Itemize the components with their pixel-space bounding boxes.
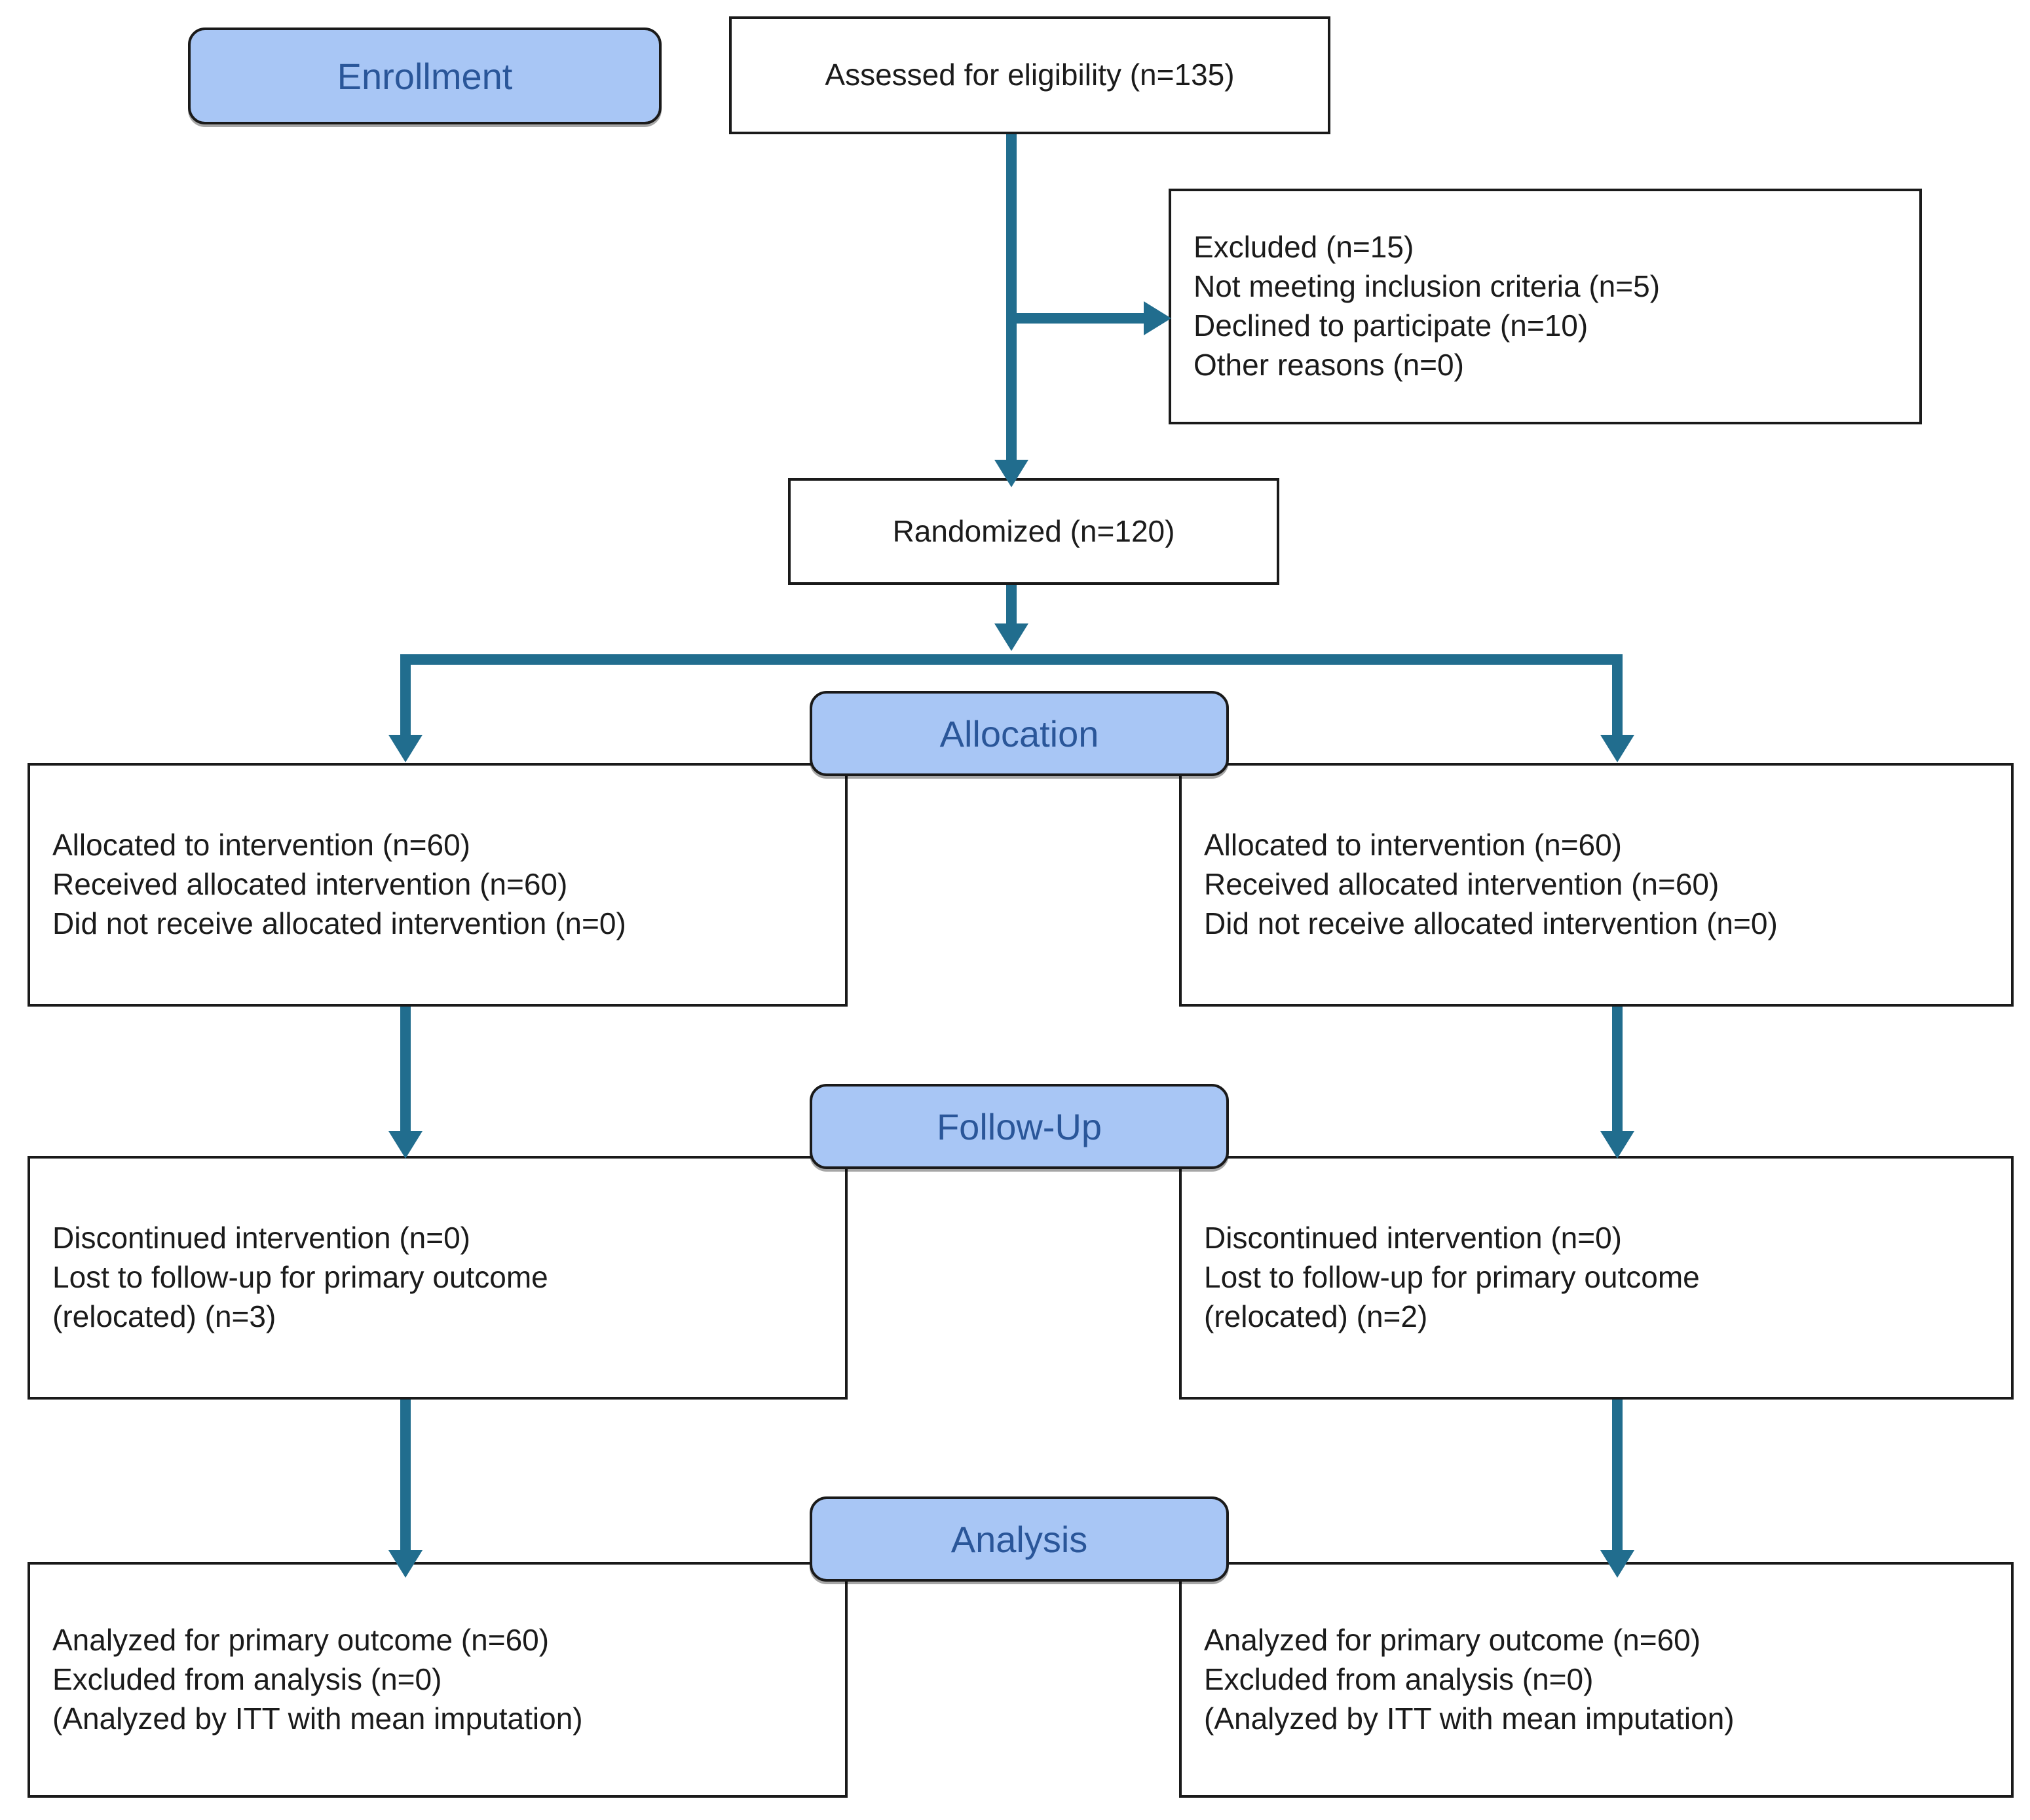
stage-banner-follow-up-label: Follow-Up [936,1105,1102,1147]
box-excluded: Excluded (n=15) Not meeting inclusion cr… [1169,189,1922,424]
arrowhead-followup-left [388,1131,423,1159]
stage-banner-follow-up: Follow-Up [810,1084,1229,1169]
box-allocation-left: Allocated to intervention (n=60) Receive… [28,763,848,1007]
arrowhead-analysis-left [388,1550,423,1578]
box-line: Allocated to intervention (n=60) [52,828,471,863]
stage-banner-enrollment-label: Enrollment [337,55,513,97]
arrowhead-analysis-right [1600,1550,1634,1578]
box-randomized: Randomized (n=120) [788,478,1279,585]
box-analysis-left: Analyzed for primary outcome (n=60) Excl… [28,1562,848,1798]
stage-banner-allocation-label: Allocation [939,713,1099,754]
box-line: Analyzed for primary outcome (n=60) [1204,1623,1701,1658]
connector-allocation-to-followup-right [1612,1007,1623,1138]
box-allocation-right: Allocated to intervention (n=60) Receive… [1179,763,2014,1007]
connector-allocation-left-drop [400,654,411,739]
box-line: Excluded (n=15) [1194,230,1414,265]
connector-randomized-stem [1006,585,1017,628]
arrowhead-allocation-left [388,735,423,762]
box-line: Randomized (n=120) [892,513,1175,548]
box-line: Received allocated intervention (n=60) [52,867,568,902]
box-line: Received allocated intervention (n=60) [1204,867,1720,902]
box-line: (Analyzed by ITT with mean imputation) [1204,1701,1735,1736]
arrowhead-followup-right [1600,1131,1634,1159]
stage-banner-enrollment: Enrollment [188,28,662,124]
connector-followup-to-analysis-right [1612,1400,1623,1557]
box-analysis-right: Analyzed for primary outcome (n=60) Excl… [1179,1562,2014,1798]
box-line: Excluded from analysis (n=0) [52,1662,442,1697]
box-line: Lost to follow-up for primary outcome [1204,1260,1700,1295]
box-line: Assessed for eligibility (n=135) [825,58,1235,92]
stage-banner-analysis-label: Analysis [950,1518,1088,1560]
box-line: Did not receive allocated intervention (… [52,906,626,940]
box-line: (Analyzed by ITT with mean imputation) [52,1701,583,1736]
arrowhead-randomized-split [994,623,1028,651]
arrowhead-allocation-right [1600,735,1634,762]
box-line: Other reasons (n=0) [1194,347,1464,382]
box-line: Not meeting inclusion criteria (n=5) [1194,269,1661,304]
stage-banner-analysis: Analysis [810,1496,1229,1582]
box-line: Analyzed for primary outcome (n=60) [52,1623,550,1658]
box-assessed-for-eligibility: Assessed for eligibility (n=135) [729,16,1330,134]
box-followup-right: Discontinued intervention (n=0) Lost to … [1179,1156,2014,1400]
box-line: Did not receive allocated intervention (… [1204,906,1778,940]
box-line: Declined to participate (n=10) [1194,308,1588,343]
box-line: Excluded from analysis (n=0) [1204,1662,1594,1697]
stage-banner-allocation: Allocation [810,691,1229,776]
box-line: Discontinued intervention (n=0) [52,1221,470,1255]
arrowhead-excluded [1144,301,1171,335]
box-line: Discontinued intervention (n=0) [1204,1221,1622,1255]
box-line: (relocated) (n=3) [52,1299,276,1333]
connector-allocation-to-followup-left [400,1007,411,1138]
connector-allocation-right-drop [1612,654,1623,739]
connector-allocation-split-bar [400,654,1623,665]
connector-followup-to-analysis-left [400,1400,411,1557]
box-line: Lost to follow-up for primary outcome [52,1260,548,1295]
arrowhead-randomized [994,460,1028,487]
connector-to-excluded [1006,313,1152,324]
box-followup-left: Discontinued intervention (n=0) Lost to … [28,1156,848,1400]
connector-assessed-to-randomized [1006,134,1017,468]
box-line: Allocated to intervention (n=60) [1204,828,1623,863]
box-line: (relocated) (n=2) [1204,1299,1428,1333]
